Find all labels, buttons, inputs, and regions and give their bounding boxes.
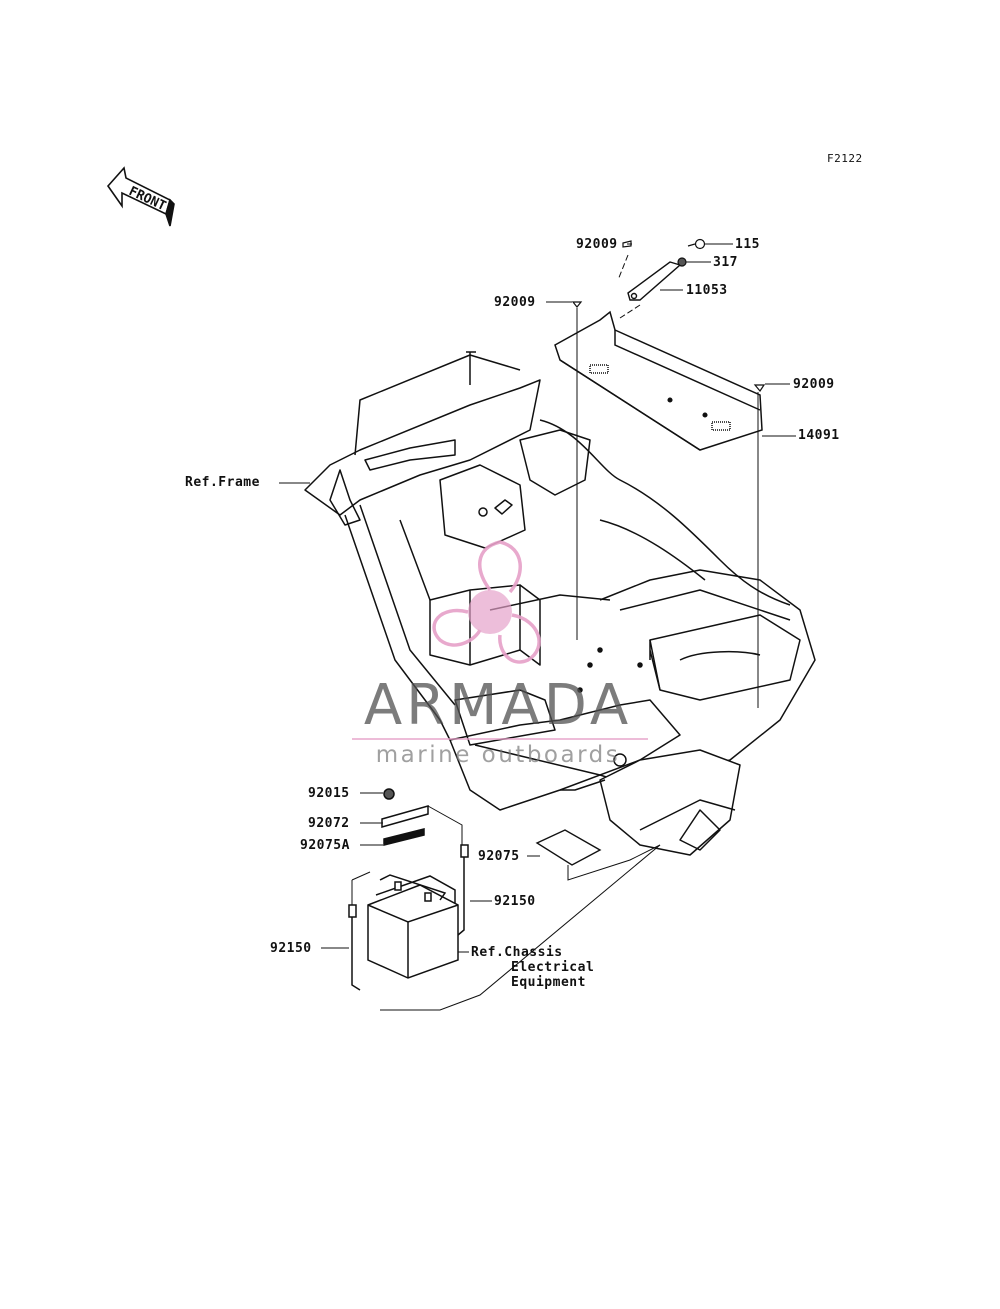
callout-92009-middle: 92009: [494, 295, 536, 310]
fasteners: [571, 238, 766, 393]
watermark-subtitle: marine outboards: [375, 742, 621, 768]
front-arrow-icon: FRONT: [106, 166, 175, 227]
watermark-divider: [352, 738, 648, 740]
callout-92150-left: 92150: [270, 941, 312, 956]
callout-ref-chassis-line1: Ref.Chassis: [471, 945, 563, 960]
callout-92075A: 92075A: [300, 838, 350, 853]
callout-92150-right: 92150: [494, 894, 536, 909]
leader-lines: [279, 243, 796, 1011]
callout-14091: 14091: [798, 428, 840, 443]
callout-317: 317: [713, 255, 738, 270]
callout-92072: 92072: [308, 816, 350, 831]
figure-code: F2122: [827, 152, 863, 165]
callout-ref-frame: Ref.Frame: [185, 475, 260, 490]
armada-propeller-logo: [432, 540, 541, 664]
callout-115: 115: [735, 237, 760, 252]
battery-assembly: [348, 788, 469, 991]
callout-11053: 11053: [686, 283, 728, 298]
callout-92015: 92015: [308, 786, 350, 801]
chassis-frame: [304, 351, 816, 856]
pad-92075: [535, 829, 602, 866]
cover-14091: [554, 310, 763, 451]
callout-ref-chassis-line3: Equipment: [511, 975, 586, 990]
callout-92075: 92075: [478, 849, 520, 864]
callout-92009-top: 92009: [576, 237, 618, 252]
callout-ref-chassis-line2: Electrical: [511, 960, 595, 975]
callout-92009-right: 92009: [793, 377, 835, 392]
bracket-11053: [627, 261, 682, 301]
watermark-title: ARMADA: [363, 673, 633, 738]
